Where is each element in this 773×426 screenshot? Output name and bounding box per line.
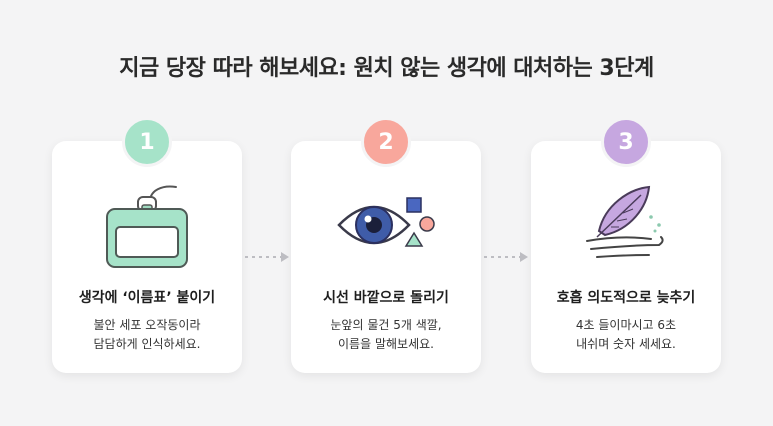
step-number-badge-2: 2: [361, 117, 411, 167]
step-number-badge-3: 3: [601, 117, 651, 167]
step-card-3: 호흡 의도적으로 늦추기 4초 들이마시고 6초 내쉬며 숫자 세세요.: [531, 141, 721, 373]
step-description: 불안 세포 오작동이라 담담하게 인식하세요.: [93, 318, 201, 351]
step-description: 눈앞의 물건 5개 색깔, 이름을 말해보세요.: [330, 318, 442, 351]
step-number-badge-1: 1: [122, 117, 172, 167]
page-title: 지금 당장 따라 해보세요: 원치 않는 생각에 대처하는 3단계: [119, 56, 654, 81]
step-card-1: 생각에 ‘이름표’ 붙이기 불안 세포 오작동이라 담담하게 인식하세요.: [52, 141, 242, 373]
step-card-2: 시선 바깥으로 돌리기 눈앞의 물건 5개 색깔, 이름을 말해보세요.: [291, 141, 481, 373]
step-title: 생각에 ‘이름표’ 붙이기: [78, 290, 216, 306]
dotted-arrow-icon: [245, 252, 289, 262]
feather-breath-icon: [586, 185, 664, 258]
step-title: 시선 바깥으로 돌리기: [323, 290, 449, 306]
dotted-arrow-icon: [484, 252, 528, 262]
step-title: 호흡 의도적으로 늦추기: [556, 290, 696, 306]
step-description: 4초 들이마시고 6초 내쉬며 숫자 세세요.: [575, 318, 677, 351]
eye-shapes-icon: [337, 197, 435, 247]
name-tag-icon: [106, 185, 188, 268]
